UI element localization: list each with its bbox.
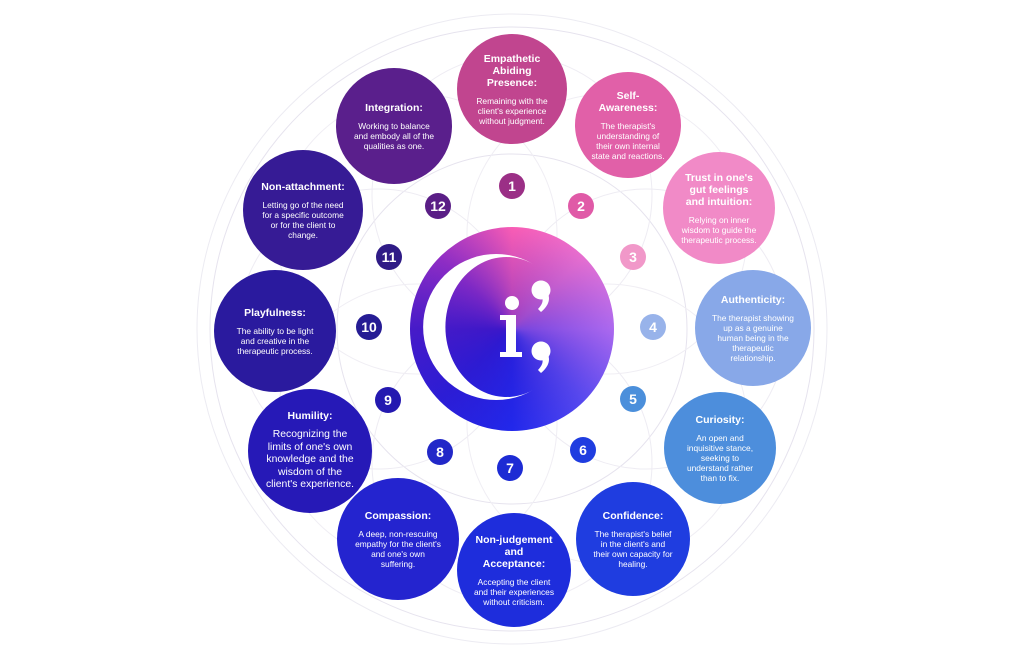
quality-title: Non-attachment:: [261, 180, 345, 193]
quality-description: An open and inquisitive stance, seeking …: [686, 432, 754, 483]
quality-circle-12: Integration: Working to balance and embo…: [336, 68, 452, 184]
quality-circle-2: Self-Awareness: The therapist's understa…: [575, 72, 681, 178]
quality-title: Trust in one's gut feelings and intuitio…: [685, 171, 753, 208]
quality-circle-8: Compassion: A deep, non-rescuing empathy…: [337, 478, 459, 600]
quality-title: Authenticity:: [720, 293, 786, 306]
quality-circle-11: Non-attachment: Letting go of the need f…: [243, 150, 363, 270]
quality-title: Playfulness:: [244, 306, 306, 319]
quality-title: Self-Awareness:: [598, 89, 658, 114]
quality-circle-3: Trust in one's gut feelings and intuitio…: [663, 152, 775, 264]
number-badge-4: 4: [640, 314, 666, 340]
number-badge-12: 12: [425, 193, 451, 219]
quality-circle-6: Confidence: The therapist's belief in th…: [576, 482, 690, 596]
quality-description: Recognizing the limits of one's own know…: [265, 429, 355, 491]
number-badge-10: 10: [356, 314, 382, 340]
quality-description: Working to balance and embody all of the…: [353, 120, 435, 151]
quality-description: Remaining with the client's experience w…: [476, 95, 548, 126]
quality-description: Relying on inner wisdom to guide the the…: [681, 214, 757, 245]
quality-circle-1: Empathetic Abiding Presence: Remaining w…: [457, 34, 567, 144]
quality-title: Compassion:: [364, 509, 432, 522]
quality-description: Accepting the client and their experienc…: [473, 576, 555, 607]
quality-circle-7: Non-judgement and Acceptance: Accepting …: [457, 513, 571, 627]
number-badge-9: 9: [375, 387, 401, 413]
quality-title: Curiosity:: [695, 413, 745, 426]
quality-title: Non-judgement and Acceptance:: [475, 533, 553, 570]
quality-description: The ability to be light and creative in …: [236, 325, 314, 356]
quality-description: The therapist's understanding of their o…: [591, 120, 665, 161]
quality-description: The therapist's belief in the client's a…: [593, 528, 673, 569]
quality-description: The therapist showing up as a genuine hu…: [712, 312, 794, 363]
quality-circle-10: Playfulness: The ability to be light and…: [214, 270, 336, 392]
number-badge-6: 6: [570, 437, 596, 463]
quality-description: A deep, non-rescuing empathy for the cli…: [355, 528, 441, 569]
quality-circle-4: Authenticity: The therapist showing up a…: [695, 270, 811, 386]
number-badge-11: 11: [376, 244, 402, 270]
number-badge-5: 5: [620, 386, 646, 412]
quality-title: Empathetic Abiding Presence:: [483, 52, 541, 89]
quality-description: Letting go of the need for a specific ou…: [262, 199, 344, 240]
number-badge-7: 7: [497, 455, 523, 481]
quality-circle-9: Humility: Recognizing the limits of one'…: [248, 389, 372, 513]
quality-circle-5: Curiosity: An open and inquisitive stanc…: [664, 392, 776, 504]
number-badge-8: 8: [427, 439, 453, 465]
quality-title: Confidence:: [602, 509, 664, 522]
number-badge-3: 3: [620, 244, 646, 270]
number-badge-1: 1: [499, 173, 525, 199]
quality-title: Humility:: [287, 410, 333, 423]
quality-title: Integration:: [365, 101, 423, 114]
number-badge-2: 2: [568, 193, 594, 219]
